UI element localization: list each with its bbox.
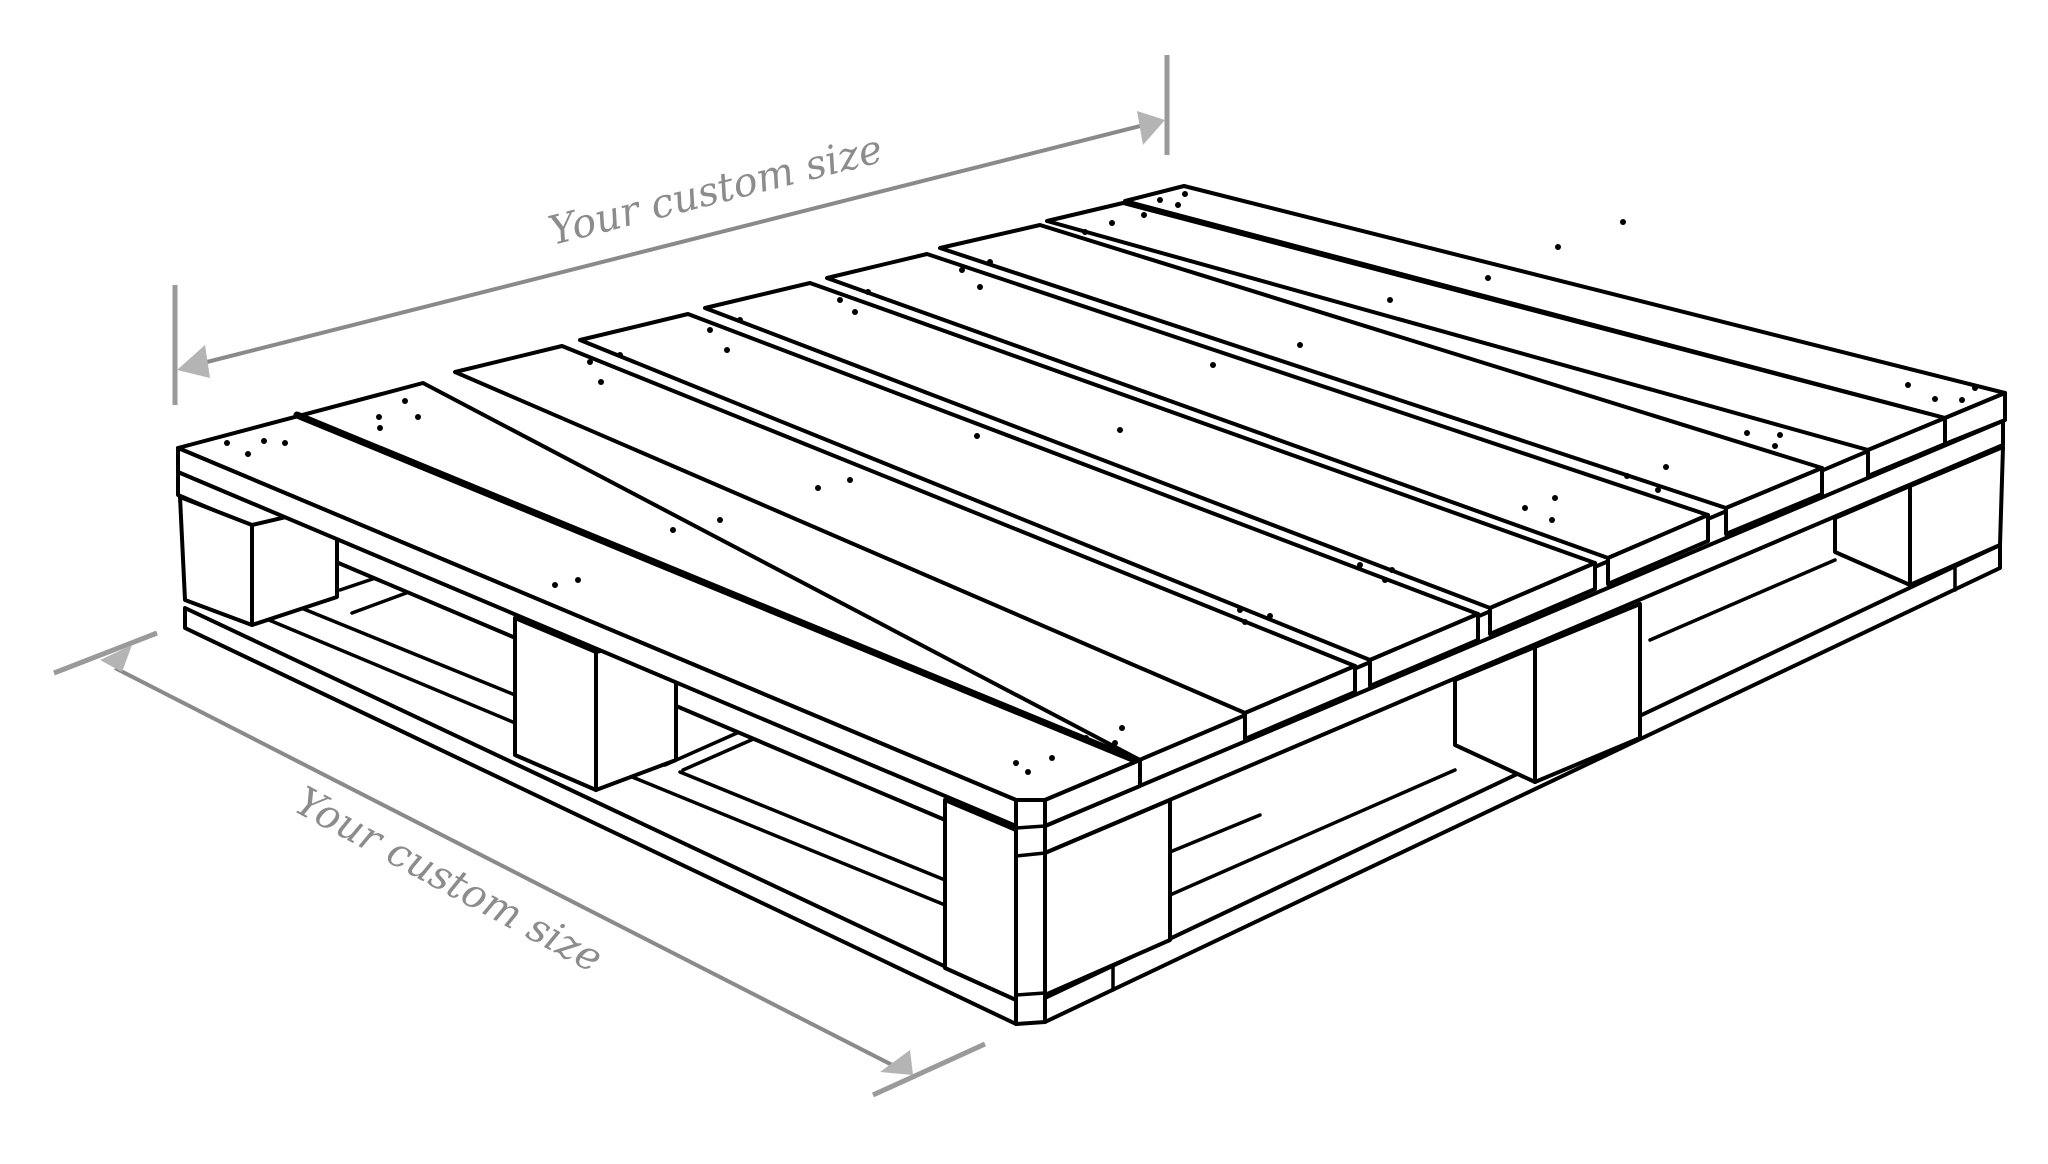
top-deck-boards [176, 184, 2007, 828]
top-board-7-edge [1866, 416, 1947, 478]
top-board-1-front-edge [176, 446, 1018, 828]
top-board-4-edge [1488, 561, 1597, 636]
block-left-3 [943, 798, 1018, 1002]
block-right-3-side [1833, 484, 1912, 587]
arrow-end-icon [880, 1050, 913, 1075]
blocks-right [1043, 445, 2005, 997]
top-board-1-seam [293, 411, 1139, 764]
arrow-left-icon [177, 345, 210, 378]
nails [224, 191, 1978, 775]
dimension-line-width [194, 122, 1149, 367]
top-board-5-edge [1606, 513, 1710, 586]
arrow-start-icon [100, 645, 132, 672]
extension-line-front-start [53, 630, 158, 676]
top-board-3-edge [1368, 612, 1480, 688]
block-right-2-side [1453, 645, 1537, 784]
pallet [176, 184, 2007, 1026]
block-right-1 [1043, 798, 1172, 997]
dimension-label-width: Your custom size [544, 126, 887, 255]
front-corner-post [1014, 798, 1047, 1026]
top-board-6-edge [1724, 466, 1824, 536]
extension-line-front-end [871, 1041, 987, 1098]
top-board-1-end-edge [1043, 758, 1142, 828]
top-board-2-edge [1243, 664, 1357, 741]
arrow-right-icon [1137, 111, 1165, 145]
blocks-left [178, 495, 1018, 1002]
dimension-line-length [114, 666, 899, 1070]
